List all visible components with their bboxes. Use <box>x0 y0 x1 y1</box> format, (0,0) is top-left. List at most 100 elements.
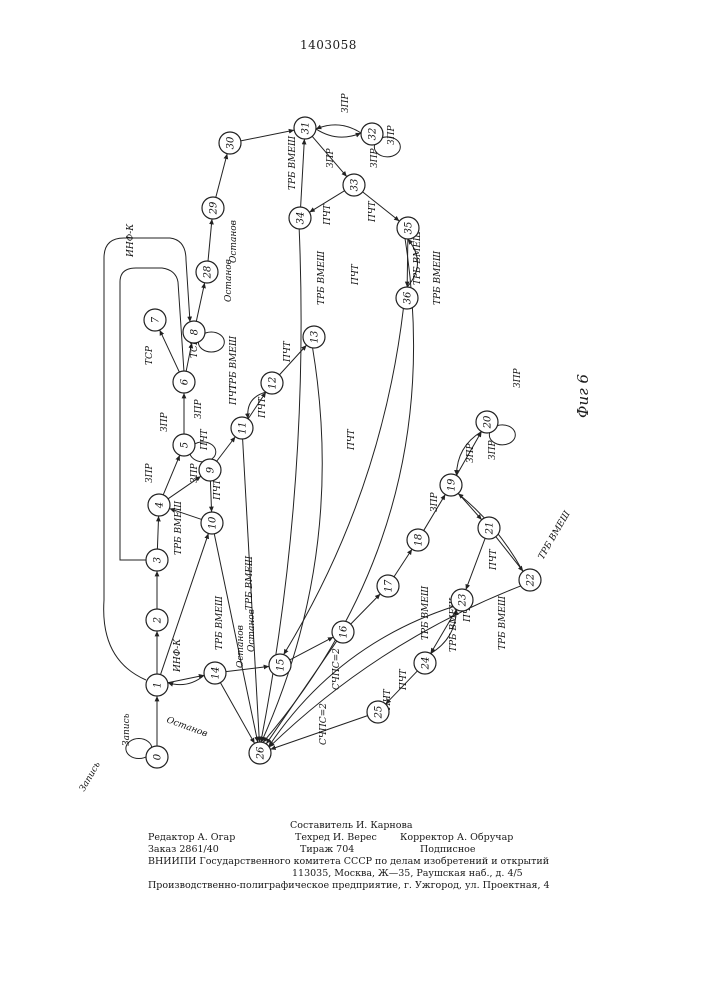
state-node-31: 31 <box>294 117 316 139</box>
state-node-16: 16 <box>332 621 354 643</box>
state-node-label-13: 13 <box>310 331 321 344</box>
edge-label-21: ТРБ ВМЕШ <box>245 555 255 610</box>
edge-21-23 <box>466 538 485 589</box>
state-node-label-10: 10 <box>208 516 219 529</box>
edge-label-41: ЗПР <box>370 148 380 168</box>
edge-35-36 <box>407 239 408 287</box>
state-node-10: 10 <box>201 512 223 534</box>
edge-label-49: ТРБ ВМЕШ <box>433 250 443 305</box>
state-node-label-0: 0 <box>153 753 164 760</box>
state-node-label-36: 36 <box>403 291 414 304</box>
state-node-label-31: 31 <box>301 122 312 135</box>
edge-label-18: ПЧТ <box>258 396 268 419</box>
transition-edges <box>104 125 524 759</box>
state-node-6: 6 <box>173 371 195 393</box>
state-node-9: 9 <box>199 459 221 481</box>
edge-label-37: ПЧТ <box>489 548 499 571</box>
edge-label-48: ТРБ ВМЕШ <box>317 250 327 305</box>
edge-label-34: ЗПР <box>466 443 476 463</box>
state-node-label-2: 2 <box>153 617 164 624</box>
edge-label-17: ТРБ ВМЕШ <box>229 335 239 390</box>
state-node-1: 1 <box>146 674 168 696</box>
edge-label-6: ЗПР <box>190 463 200 483</box>
corrector-line: Корректор А. Обручар <box>400 832 513 844</box>
edge-17-18 <box>394 549 412 577</box>
edge-29-30 <box>216 154 227 198</box>
edge-label-45: ПЧТ <box>368 200 378 223</box>
state-node-label-9: 9 <box>206 466 217 473</box>
edge-label-4: ИНФ-К <box>126 223 136 258</box>
edge-6-7 <box>160 330 180 372</box>
state-node-label-23: 23 <box>458 594 469 608</box>
edge-34-31 <box>301 139 305 207</box>
state-node-7: 7 <box>144 309 166 331</box>
state-node-12: 12 <box>261 372 283 394</box>
state-node-label-14: 14 <box>211 667 222 680</box>
state-node-35: 35 <box>397 217 419 239</box>
edge-22-26 <box>269 586 520 747</box>
state-node-4: 4 <box>148 494 170 516</box>
state-node-label-8: 8 <box>190 329 201 335</box>
edge-8-28 <box>196 283 204 321</box>
edge-label-10: ПЧТ <box>213 478 223 501</box>
state-node-label-26: 26 <box>256 746 267 760</box>
edge-label-38: ТРБ ВМЕШ <box>537 509 573 562</box>
state-node-label-35: 35 <box>404 222 415 235</box>
state-node-2: 2 <box>146 609 168 631</box>
edge-31-32 <box>316 129 361 137</box>
state-node-label-29: 29 <box>209 201 220 215</box>
state-node-20: 20 <box>476 411 498 433</box>
state-node-label-5: 5 <box>180 442 191 448</box>
edge-label-2: Останов <box>165 715 209 739</box>
edge-label-0: Запись <box>78 760 103 793</box>
edge-4-5 <box>163 455 180 495</box>
state-node-33: 33 <box>343 174 365 196</box>
state-node-19: 19 <box>440 474 462 496</box>
state-node-28: 28 <box>196 261 218 283</box>
order-line: Заказ 2861/40 <box>148 844 219 856</box>
state-node-34: 34 <box>289 207 311 229</box>
edge-label-29: ТРБ ВМЕШ <box>421 585 431 640</box>
edge-9-10 <box>210 481 211 512</box>
state-node-25: 25 <box>367 701 389 723</box>
state-node-5: 5 <box>173 434 195 456</box>
edge-label-26: СЧПС=2 <box>319 703 329 745</box>
techeditor-line: Техред И. Верес <box>295 832 377 844</box>
edge-label-39: ЗПР <box>341 93 351 113</box>
state-node-26: 26 <box>249 742 271 764</box>
state-node-label-21: 21 <box>485 522 496 536</box>
edge-28-29 <box>208 219 212 261</box>
state-node-label-15: 15 <box>276 659 287 672</box>
figure-label: Фиг 6 <box>574 374 592 418</box>
edge-36-15 <box>284 308 404 654</box>
state-node-18: 18 <box>407 529 429 551</box>
edge-label-15: Останов <box>224 259 234 302</box>
state-node-30: 30 <box>219 132 241 154</box>
state-node-17: 17 <box>377 575 399 597</box>
edge-14-26 <box>220 683 254 744</box>
edge-label-32: ТРБ ВМЕШ <box>498 595 508 650</box>
edge-label-11: ПЧТ <box>200 428 210 451</box>
edge-14-15 <box>226 666 269 671</box>
edge-label-25: СЧПС=2 <box>332 648 342 690</box>
state-node-22: 22 <box>519 569 541 591</box>
state-node-label-33: 33 <box>350 179 361 192</box>
state-node-label-25: 25 <box>374 706 385 720</box>
edge-label-42: ЗПР <box>326 148 336 168</box>
subscription-line: Подписное <box>420 844 476 856</box>
state-node-label-30: 30 <box>226 136 237 149</box>
state-node-label-34: 34 <box>296 212 307 225</box>
state-node-label-3: 3 <box>153 557 164 563</box>
edge-label-33: ЗПР <box>430 492 440 512</box>
institute-line: ВНИИПИ Государственного комитета СССР по… <box>148 856 549 868</box>
edge-label-24: ПЧТ <box>347 428 357 451</box>
edge-label-1: Запись <box>122 713 132 746</box>
edge-label-3: ИНФ-К <box>173 638 183 673</box>
edge-13-26 <box>261 348 322 742</box>
edge-label-9: ТРБ ВМЕШ <box>174 500 184 555</box>
state-node-14: 14 <box>204 662 226 684</box>
edge-label-47: ПЧТ <box>351 263 361 286</box>
state-node-36: 36 <box>396 287 418 309</box>
edge-label-7: ЗПР <box>160 412 170 432</box>
plant-line: Производственно-полиграфическое предприя… <box>148 880 550 892</box>
